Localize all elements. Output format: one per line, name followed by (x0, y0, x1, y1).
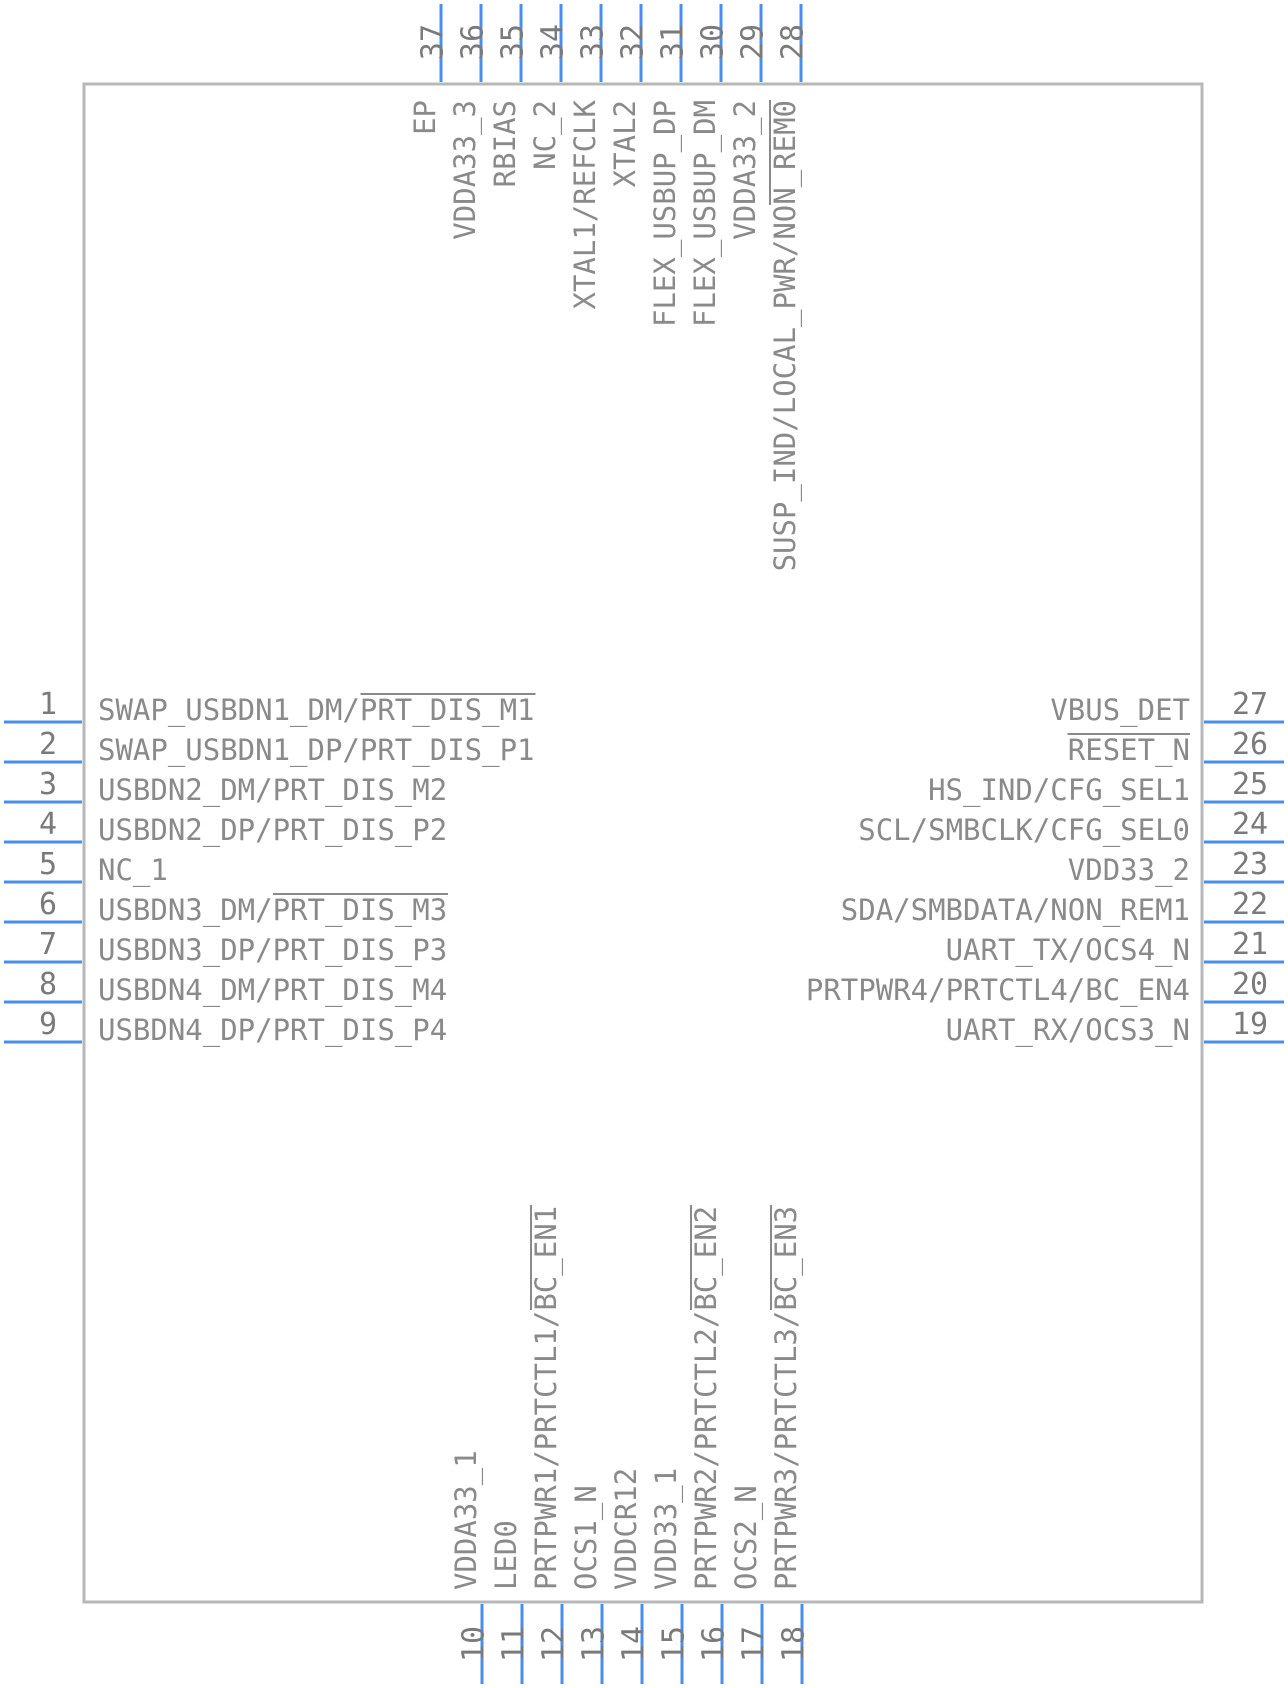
pin-number: 34 (536, 24, 571, 60)
right-pin-group: 27 VBUS_DET 26 RESET_N 25 HS_IND/CFG_SEL1 24 SC… (806, 687, 1284, 1048)
pin-36-label: VDDA33_3 (448, 100, 483, 240)
pin-number: 26 (1232, 727, 1268, 762)
chip-body (82, 82, 1204, 1604)
pin-23-label: VDD33_2 (1068, 853, 1190, 888)
pin-27-label: VBUS_DET (1050, 693, 1190, 728)
pin-number: 35 (496, 24, 531, 60)
pin-14-label: VDDCR12 (609, 1468, 643, 1590)
pin-number: 3 (39, 767, 57, 802)
pin-4-label: USBDN2_DP/PRT_DIS_P2 (98, 813, 447, 848)
pin-33-label: XTAL1/REFCLK (568, 99, 602, 309)
pin-7-label: USBDN3_DP/PRT_DIS_P3 (98, 933, 447, 968)
pin-24-label: SCL/SMBCLK/CFG_SEL0 (858, 813, 1190, 848)
pin-number: 21 (1232, 927, 1268, 962)
pin-29-label: VDDA33_2 (728, 100, 763, 240)
pin-number: 9 (39, 1007, 57, 1042)
pin-22-label: SDA/SMBDATA/NON_REM1 (841, 893, 1190, 928)
pin-number: 10 (457, 1626, 492, 1662)
pin-30-label: FLEX_USBUP_DM (688, 100, 723, 327)
pin-number: 15 (657, 1626, 692, 1662)
pin-number: 33 (576, 24, 611, 60)
pin-25-label: HS_IND/CFG_SEL1 (928, 773, 1190, 808)
pin-number: 14 (617, 1626, 652, 1662)
pin-11-label: LED0 (489, 1520, 523, 1590)
pin-number: 8 (39, 967, 57, 1002)
pin-21-label: UART_TX/OCS4_N (946, 933, 1190, 968)
pin-37-label: EP (408, 100, 442, 135)
pin-16-label: PRTPWR2/PRTCTL2/BC_EN2 (689, 1206, 724, 1590)
pin-19-label: UART_RX/OCS3_N (946, 1013, 1190, 1048)
pin-2-label: SWAP_USBDN1_DP/PRT_DIS_P1 (98, 733, 535, 768)
pin-3-label: USBDN2_DM/PRT_DIS_M2 (98, 773, 447, 808)
pin-number: 13 (577, 1626, 612, 1662)
pin-number: 25 (1232, 767, 1268, 802)
pin-number: 2 (39, 727, 57, 762)
pin-6-label: USBDN3_DM/PRT_DIS_M3 (98, 893, 447, 928)
pin-number: 28 (776, 24, 811, 60)
pin-17-label: OCS2_N (729, 1485, 764, 1590)
pin-number: 17 (737, 1626, 772, 1662)
pin-number: 18 (777, 1626, 812, 1662)
left-pin-group: 1 SWAP_USBDN1_DM/PRT_DIS_M1 2 SWAP_USBDN1_D… (4, 687, 536, 1048)
pin-15-label: VDD33_1 (649, 1468, 684, 1590)
pin-number: 4 (39, 807, 57, 842)
pin-1-label: SWAP_USBDN1_DM/PRT_DIS_M1 (98, 693, 535, 728)
pin-31-label: FLEX_USBUP_DP (648, 100, 683, 327)
pin-number: 24 (1232, 807, 1268, 842)
pin-number: 1 (39, 687, 57, 722)
pin-8-label: USBDN4_DM/PRT_DIS_M4 (98, 973, 447, 1008)
pin-35-label: RBIAS (488, 100, 522, 187)
pin-5-label: NC_1 (98, 853, 168, 888)
pin-number: 11 (497, 1626, 532, 1662)
pin-number: 29 (736, 24, 771, 60)
pin-number: 37 (416, 24, 451, 60)
pin-34-label: NC_2 (528, 100, 563, 170)
pin-32-label: XTAL2 (608, 100, 642, 187)
pin-number: 12 (537, 1626, 572, 1662)
pin-number: 22 (1232, 887, 1268, 922)
pin-20-label: PRTPWR4/PRTCTL4/BC_EN4 (806, 973, 1190, 1008)
pin-10-label: VDDA33_1 (449, 1450, 484, 1590)
pin-number: 27 (1232, 687, 1268, 722)
pin-number: 30 (696, 24, 731, 60)
bottom-pin-group: 10 VDDA33_1 11 LED0 12 PRTPWR1/PRTCTL1/BC_EN1… (449, 1205, 812, 1684)
pin-number: 7 (39, 927, 57, 962)
pin-number: 5 (39, 847, 57, 882)
pin-26-label: RESET_N (1068, 733, 1190, 768)
pin-12-label: PRTPWR1/PRTCTL1/BC_EN1 (529, 1206, 564, 1590)
pin-number: 19 (1232, 1007, 1268, 1042)
pin-number: 6 (39, 887, 57, 922)
pin-18-label: PRTPWR3/PRTCTL3/BC_EN3 (769, 1206, 804, 1590)
pin-number: 23 (1232, 847, 1268, 882)
pin-9-label: USBDN4_DP/PRT_DIS_P4 (98, 1013, 447, 1048)
pin-number: 31 (656, 24, 691, 60)
pin-13-label: OCS1_N (569, 1485, 604, 1590)
pin-number: 20 (1232, 967, 1268, 1002)
pin-number: 36 (456, 24, 491, 60)
pin-number: 16 (697, 1626, 732, 1662)
pin-28-label: SUSP_IND/LOCAL_PWR/NON_REM0 (768, 100, 803, 571)
pin-number: 32 (616, 24, 651, 60)
